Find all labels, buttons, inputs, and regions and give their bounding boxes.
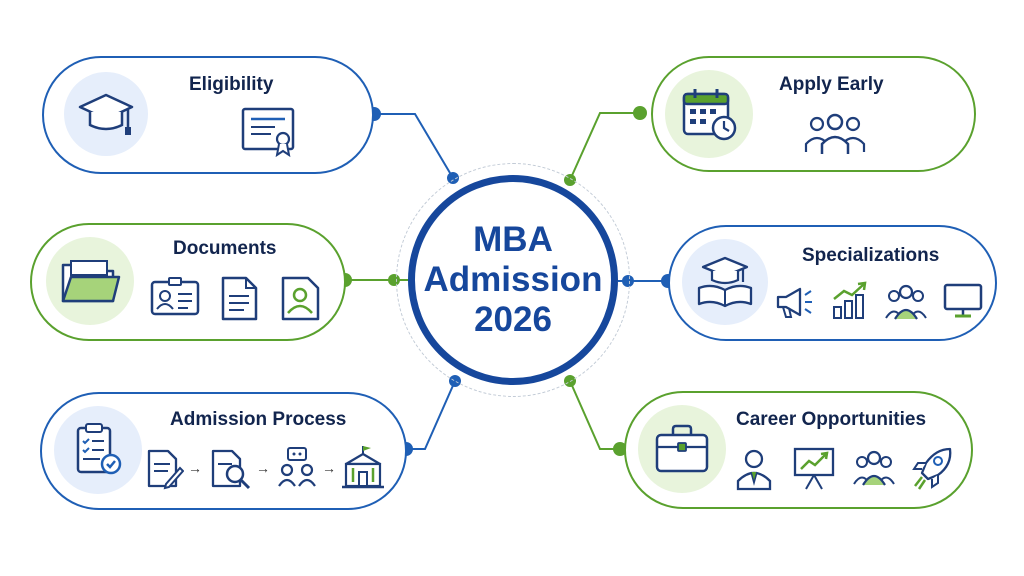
node-dot xyxy=(613,442,627,456)
admission-process-card: Admission Process → → → xyxy=(40,392,407,510)
node-dot xyxy=(633,106,647,120)
connector-eligibility xyxy=(374,113,454,179)
eligibility-card: Eligibility xyxy=(42,56,374,174)
application-form-icon xyxy=(147,449,184,490)
center-line: Admission xyxy=(423,260,603,299)
documents-card: Documents xyxy=(30,223,346,341)
team-icon xyxy=(853,450,895,486)
card-title: Specializations xyxy=(802,245,940,266)
flow-arrow: → xyxy=(188,460,202,476)
card-title: Apply Early xyxy=(779,74,884,95)
center-line: 2026 xyxy=(474,300,552,339)
connector-career xyxy=(569,380,620,450)
id-card-icon xyxy=(150,277,200,316)
career-opportunities-card: Career Opportunities xyxy=(624,391,973,509)
rocket-icon xyxy=(912,447,952,490)
certificate-icon xyxy=(241,107,295,158)
flow-arrow: → xyxy=(322,460,336,476)
calendar-clock-icon xyxy=(682,89,737,141)
photo-icon xyxy=(281,276,320,321)
center-halo xyxy=(396,163,630,397)
briefcase-icon xyxy=(655,424,709,473)
graduation-cap-icon xyxy=(78,93,134,135)
card-title: Eligibility xyxy=(189,74,274,95)
card-title: Career Opportunities xyxy=(736,409,927,430)
apply-early-card: Apply Early xyxy=(651,56,976,172)
center-line: MBA xyxy=(473,220,553,259)
flow-arrow: → xyxy=(256,460,270,476)
document-icon xyxy=(221,276,258,321)
connector-admission-process xyxy=(406,380,456,450)
team-icon xyxy=(885,284,927,320)
connector-apply-early xyxy=(569,112,640,181)
document-review-icon xyxy=(211,449,251,490)
card-title: Admission Process xyxy=(170,409,347,430)
megaphone-icon xyxy=(776,287,812,318)
center-title: MBA Admission 2026 xyxy=(408,175,618,385)
checklist-icon xyxy=(76,423,122,475)
bar-chart-icon xyxy=(833,281,867,319)
interview-icon xyxy=(278,447,316,487)
campus-icon xyxy=(342,446,384,489)
presentation-icon xyxy=(793,447,835,490)
cap-book-icon xyxy=(697,256,753,308)
folder-icon xyxy=(61,260,121,303)
specializations-card: Specializations xyxy=(668,225,997,341)
monitor-icon xyxy=(943,283,983,318)
professional-icon xyxy=(736,449,772,491)
people-group-icon xyxy=(804,113,866,154)
card-title: Documents xyxy=(173,238,277,259)
